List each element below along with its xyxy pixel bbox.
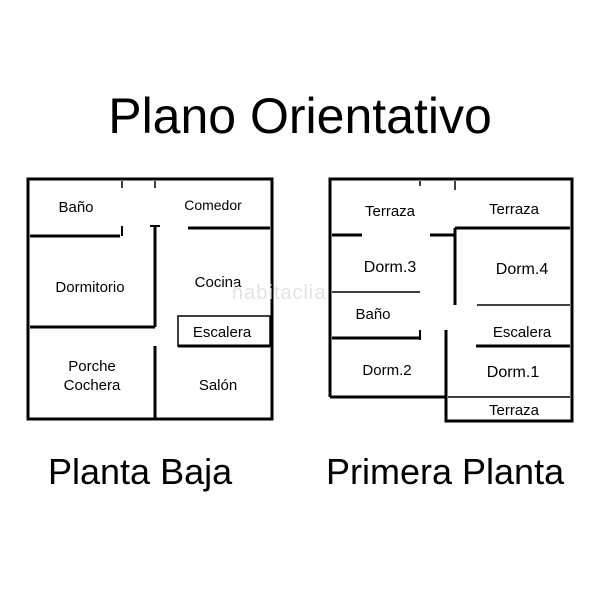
room-porche: Porche bbox=[68, 358, 116, 375]
room-dormitorio: Dormitorio bbox=[55, 279, 124, 296]
room-bano: Baño bbox=[58, 199, 93, 216]
page-title: Plano Orientativo bbox=[108, 88, 492, 144]
room-dorm2: Dorm.2 bbox=[362, 362, 411, 379]
first-floor-plan bbox=[328, 177, 574, 423]
room-comedor: Comedor bbox=[184, 197, 242, 213]
room-cocina: Cocina bbox=[195, 274, 242, 291]
room-terraza-left: Terraza bbox=[365, 203, 416, 220]
ground-outer-wall bbox=[26, 177, 274, 421]
caption-primera-planta: Primera Planta bbox=[326, 451, 565, 492]
first-floor-labels: Terraza Terraza Dorm.3 Dorm.4 Baño Escal… bbox=[355, 201, 551, 419]
watermark: habitaclia bbox=[232, 282, 327, 304]
room-escalera: Escalera bbox=[193, 324, 252, 341]
caption-planta-baja: Planta Baja bbox=[48, 451, 233, 492]
room-salon: Salón bbox=[199, 377, 237, 394]
room-terraza-bottom: Terraza bbox=[489, 402, 540, 419]
ground-floor-plan bbox=[26, 177, 274, 421]
room-escalera-first: Escalera bbox=[493, 324, 552, 341]
room-dorm1: Dorm.1 bbox=[487, 364, 540, 381]
room-bano-first: Baño bbox=[355, 306, 390, 323]
room-cochera: Cochera bbox=[64, 377, 121, 394]
room-dorm3: Dorm.3 bbox=[364, 259, 417, 276]
ground-floor-labels: Baño Comedor Dormitorio Cocina Escalera … bbox=[55, 197, 251, 394]
room-terraza-right: Terraza bbox=[489, 201, 540, 218]
room-dorm4: Dorm.4 bbox=[496, 261, 549, 278]
